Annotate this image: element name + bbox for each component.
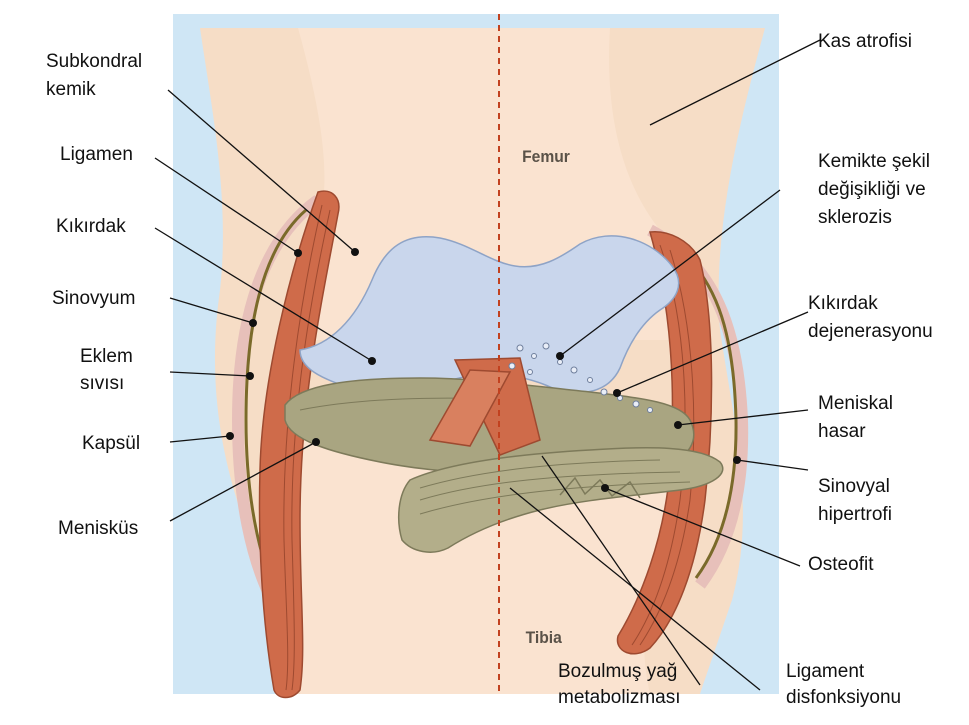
label-subkondral-line2: kemik: [46, 78, 96, 102]
label-sinovyal-line1: Sinovyal: [818, 475, 890, 499]
tibia-label: Tibia: [526, 628, 562, 648]
label-meniskal-line1: Meniskal: [818, 392, 893, 416]
label-kapsul: Kapsül: [82, 432, 140, 456]
label-meniskal-line2: hasar: [818, 420, 866, 444]
label-meniskus: Menisküs: [58, 517, 138, 541]
label-kikirdak-dej-line1: Kıkırdak: [808, 292, 878, 316]
label-subkondral-line1: Subkondral: [46, 50, 142, 74]
label-kemik-sekil-line2: değişikliği ve: [818, 178, 926, 202]
label-kas-atrofisi: Kas atrofisi: [818, 30, 912, 54]
label-eklem-line1: Eklem: [80, 345, 133, 369]
label-kemik-sekil-line1: Kemikte şekil: [818, 150, 930, 174]
label-ligament-dis-line2: disfonksiyonu: [786, 686, 901, 710]
femur-label: Femur: [522, 147, 570, 167]
label-osteofit: Osteofit: [808, 553, 873, 577]
label-sinovyum: Sinovyum: [52, 287, 135, 311]
label-bozulmus-line2: metabolizması: [558, 686, 681, 710]
label-kikirdak: Kıkırdak: [56, 215, 126, 239]
label-sinovyal-line2: hipertrofi: [818, 503, 892, 527]
label-kemik-sekil-line3: sklerozis: [818, 206, 892, 230]
label-eklem-line2: sıvısı: [80, 372, 124, 396]
label-bozulmus-line1: Bozulmuş yağ: [558, 660, 677, 684]
label-kikirdak-dej-line2: dejenerasyonu: [808, 320, 933, 344]
label-ligament-dis-line1: Ligament: [786, 660, 864, 684]
label-ligamen: Ligamen: [60, 143, 133, 167]
